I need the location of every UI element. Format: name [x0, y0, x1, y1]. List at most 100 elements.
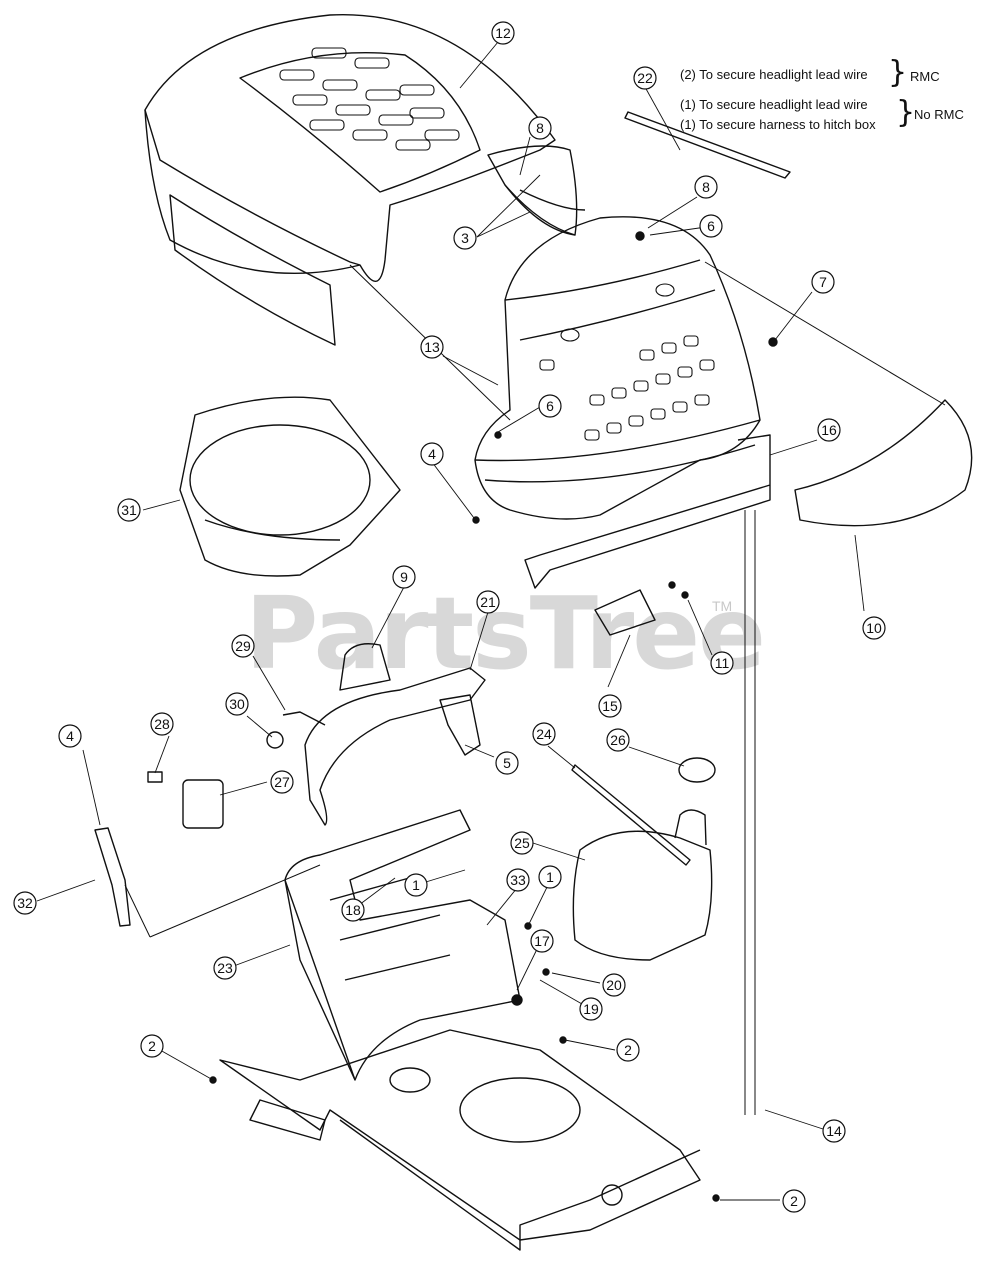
callout-number: 12 — [495, 25, 511, 41]
callout-circle — [510, 831, 534, 855]
callout-number: 7 — [819, 274, 827, 290]
callout-circle — [13, 891, 37, 915]
headlight-lens-part-10 — [794, 399, 973, 527]
callout-number: 19 — [583, 1001, 599, 1017]
callout-number: 5 — [503, 755, 511, 771]
callout-number: 29 — [235, 638, 251, 654]
callout-23: 23 — [213, 956, 237, 980]
part-30 — [266, 731, 284, 749]
fuel-cap-part-26 — [678, 757, 716, 783]
callout-number: 1 — [412, 877, 420, 893]
callout-circle — [699, 214, 723, 238]
callout-number: 3 — [461, 230, 469, 246]
callout-number: 25 — [514, 835, 530, 851]
callout-number: 22 — [637, 70, 653, 86]
callout-circle — [420, 335, 444, 359]
callout-8: 8 — [694, 175, 718, 199]
callout-circle — [392, 565, 416, 589]
callout-29: 29 — [231, 634, 255, 658]
callout-11: 11 — [710, 651, 734, 675]
callout-circle — [694, 175, 718, 199]
callout-number: 11 — [715, 655, 730, 671]
callout-number: 20 — [606, 977, 622, 993]
callout-9: 9 — [392, 565, 416, 589]
callout-number: 8 — [536, 120, 544, 136]
callout-2: 2 — [782, 1189, 806, 1213]
callout-6: 6 — [538, 394, 562, 418]
callout-number: 17 — [534, 933, 550, 949]
callout-circle — [506, 868, 530, 892]
callout-circle — [710, 651, 734, 675]
callout-17: 17 — [530, 929, 554, 953]
callout-circle — [598, 694, 622, 718]
callout-number: 18 — [345, 902, 361, 918]
callout-circle — [862, 616, 886, 640]
callout-2: 2 — [616, 1038, 640, 1062]
cable-tie-part-22 — [624, 111, 791, 179]
callout-number: 6 — [546, 398, 554, 414]
callout-19: 19 — [579, 997, 603, 1021]
callout-8: 8 — [528, 116, 552, 140]
callout-number: 14 — [826, 1123, 842, 1139]
callout-leaders — [36, 41, 865, 1201]
callout-circle — [491, 21, 515, 45]
callout-circle — [150, 712, 174, 736]
callout-15: 15 — [598, 694, 622, 718]
callout-14: 14 — [822, 1119, 846, 1143]
callout-circle — [225, 692, 249, 716]
callout-circle — [495, 751, 519, 775]
callout-2: 2 — [140, 1034, 164, 1058]
callout-circle — [532, 722, 556, 746]
callout-16: 16 — [817, 418, 841, 442]
callout-number: 28 — [154, 716, 170, 732]
bracket-part-16 — [524, 434, 771, 589]
callout-circle — [538, 394, 562, 418]
callout-number: 30 — [229, 696, 245, 712]
lever-part-32 — [94, 827, 131, 927]
note-rmc-tag: RMC — [910, 69, 940, 84]
bracket-part-15 — [594, 589, 656, 636]
callout-number: 2 — [790, 1193, 798, 1209]
callout-25: 25 — [510, 831, 534, 855]
hood-part-12 — [144, 13, 586, 346]
note-rmc: (2) To secure headlight lead wire — [680, 67, 868, 82]
fasteners — [209, 231, 778, 1202]
callout-circle — [341, 898, 365, 922]
chassis-frame — [219, 1029, 701, 1251]
callout-33: 33 — [506, 868, 530, 892]
callout-circle — [420, 442, 444, 466]
callout-number: 4 — [66, 728, 74, 744]
callout-circle — [579, 997, 603, 1021]
dash-frame-part-23 — [284, 809, 521, 1081]
callout-circle — [476, 590, 500, 614]
assembly-lines — [124, 261, 946, 1115]
callout-32: 32 — [13, 891, 37, 915]
callout-31: 31 — [117, 498, 141, 522]
callout-30: 30 — [225, 692, 249, 716]
note-normc-tag: No RMC — [914, 107, 964, 122]
callout-circle — [140, 1034, 164, 1058]
callout-number: 32 — [17, 895, 33, 911]
callout-circle — [528, 116, 552, 140]
ignition-part-27 — [182, 779, 224, 829]
trademark-mark: TM — [712, 598, 733, 614]
callout-number: 2 — [148, 1038, 156, 1054]
callout-22: 22 — [633, 66, 657, 90]
callout-number: 31 — [121, 502, 137, 518]
part-9-cover — [339, 643, 391, 691]
callout-circle — [404, 873, 428, 897]
callout-18: 18 — [341, 898, 365, 922]
callout-circle — [633, 66, 657, 90]
brace-normc: } — [896, 95, 916, 130]
callout-1: 1 — [404, 873, 428, 897]
fuel-tank-part-25 — [572, 809, 713, 961]
callout-20: 20 — [602, 973, 626, 997]
callout-number: 23 — [217, 960, 233, 976]
partstree-watermark: PartsTree — [245, 575, 766, 692]
callout-circle — [270, 770, 294, 794]
callout-number: 16 — [821, 422, 837, 438]
callout-number: 1 — [546, 869, 554, 885]
callout-4: 4 — [420, 442, 444, 466]
callout-circle — [822, 1119, 846, 1143]
brace-rmc: } — [888, 55, 908, 90]
